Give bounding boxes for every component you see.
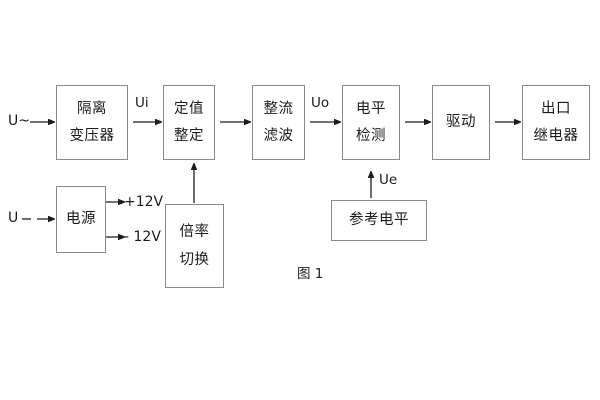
power-rail-label-positive: +12V	[124, 194, 164, 210]
block-setting-value-line1: 定值	[174, 100, 204, 117]
block-isolation-transformer-line2: 变压器	[69, 128, 115, 144]
block-drive-line1: 驱动	[446, 114, 476, 131]
block-rectify-filter-line1: 整流	[263, 100, 294, 117]
block-level-detection: 电平 检测	[342, 85, 400, 160]
block-multiplier-switch: 倍率 切换	[165, 204, 224, 288]
block-multiplier-switch-line2: 切换	[179, 251, 210, 268]
signal-label-uo: Uo	[311, 95, 330, 111]
block-output-relay-line1: 出口	[541, 100, 571, 117]
block-power-supply: 电源	[56, 186, 106, 253]
block-reference-level-line1: 参考电平	[349, 212, 409, 229]
block-multiplier-switch-line1: 倍率	[179, 224, 210, 240]
block-setting-value: 定值 整定	[163, 85, 215, 160]
block-rectify-filter-line2: 滤波	[263, 128, 294, 144]
block-level-detection-line2: 检测	[356, 128, 386, 144]
figure-caption: 图 1	[297, 266, 324, 282]
signal-label-ue: Ue	[379, 172, 398, 188]
input-label-dc: U	[8, 210, 19, 226]
block-isolation-transformer-line1: 隔离	[77, 100, 107, 117]
block-isolation-transformer: 隔离 变压器	[56, 85, 128, 160]
block-power-supply-line1: 电源	[66, 211, 96, 228]
block-reference-level: 参考电平	[331, 200, 427, 241]
block-drive: 驱动	[432, 85, 490, 160]
signal-label-ui: Ui	[135, 95, 149, 111]
block-level-detection-line1: 电平	[356, 100, 386, 117]
block-setting-value-line2: 整定	[174, 128, 204, 144]
power-rail-label-negative: - 12V	[124, 229, 161, 245]
input-label-ac: U~	[8, 113, 30, 129]
block-rectify-filter: 整流 滤波	[252, 85, 305, 160]
block-output-relay: 出口 继电器	[522, 85, 590, 160]
block-output-relay-line2: 继电器	[533, 128, 579, 144]
